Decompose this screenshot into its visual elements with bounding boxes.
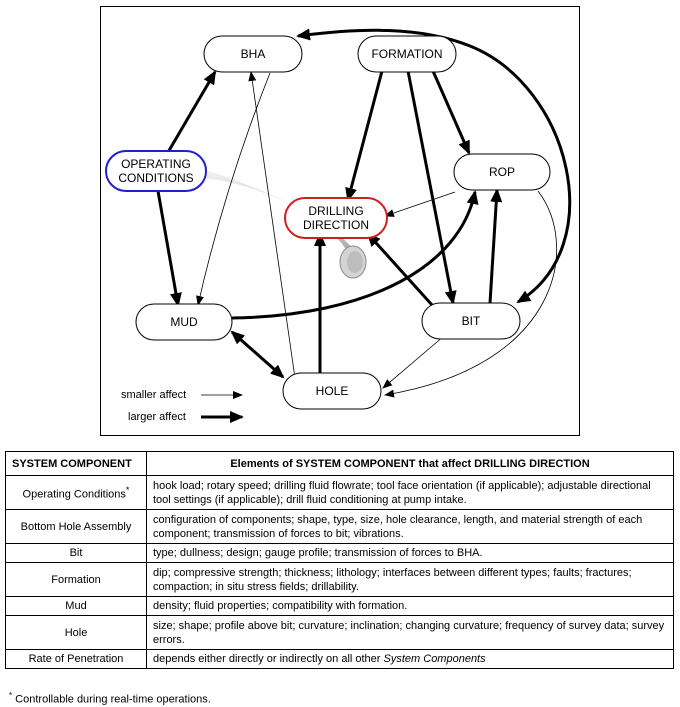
elements-text: depends either directly or indirectly on… (153, 653, 384, 665)
edge-hole-to-bha (248, 71, 296, 379)
row-component: Formation (5, 562, 147, 597)
edge-operating-to-bha (165, 70, 217, 155)
edge-operating-to-mud (156, 190, 182, 307)
footnote-mark: * (9, 691, 13, 700)
table-row: Operating Conditions* hook load; rotary … (5, 475, 674, 510)
node-bit: BIT (421, 302, 521, 340)
footnote: * Controllable during real-time operatio… (9, 691, 211, 706)
edge-bha-to-mud (196, 72, 271, 306)
row-elements: type; dullness; design; gauge profile; t… (146, 543, 674, 563)
table-row: Mud density; fluid properties; compatibi… (5, 596, 674, 616)
row-component: Rate of Penetration (5, 649, 147, 669)
edge-bit-to-bha (296, 28, 572, 304)
node-formation: FORMATION (357, 35, 457, 73)
table-row: Bit type; dullness; design; gauge profil… (5, 543, 674, 563)
legend-smaller-label: smaller affect (121, 389, 186, 401)
row-elements: size; shape; profile above bit; curvatur… (146, 615, 674, 650)
node-mud-label: MUD (170, 315, 198, 329)
system-components-table: SYSTEM COMPONENT Elements of SYSTEM COMP… (5, 451, 674, 669)
influence-diagram: BHA FORMATION OPERATING CONDITIONS ROP D… (100, 6, 580, 436)
node-operating-label-2: CONDITIONS (118, 171, 193, 185)
row-elements: configuration of components; shape, type… (146, 509, 674, 544)
row-elements: density; fluid properties; compatibility… (146, 596, 674, 616)
edge-bit-to-hole (382, 335, 445, 389)
node-drilling-label-2: DIRECTION (303, 218, 369, 232)
node-rop: ROP (453, 153, 551, 191)
node-hole-label: HOLE (316, 384, 349, 398)
legend: smaller affect larger affect (121, 389, 244, 423)
node-rop-label: ROP (489, 165, 515, 179)
row-component: Mud (5, 596, 147, 616)
node-bha: BHA (203, 35, 303, 73)
edge-mud-hole (230, 330, 285, 379)
row-component: Bottom Hole Assembly (5, 509, 147, 544)
header-elements: Elements of SYSTEM COMPONENT that affect… (146, 451, 674, 476)
table-row: Hole size; shape; profile above bit; cur… (5, 615, 674, 650)
header-system-component: SYSTEM COMPONENT (5, 451, 147, 476)
system-components-table-wrap: SYSTEM COMPONENT Elements of SYSTEM COMP… (5, 451, 674, 669)
table-row: Bottom Hole Assembly configuration of co… (5, 509, 674, 544)
footnote-marker: * (125, 485, 130, 496)
node-operating-label-1: OPERATING (121, 157, 191, 171)
component-name: Operating Conditions (22, 488, 126, 501)
row-component: Operating Conditions* (5, 475, 147, 510)
node-bha-label: BHA (241, 47, 266, 61)
node-bit-label: BIT (462, 314, 481, 328)
table-row: Formation dip; compressive strength; thi… (5, 562, 674, 597)
node-drilling-label-1: DRILLING (308, 204, 363, 218)
footnote-text: Controllable during real-time operations… (12, 693, 211, 706)
node-hole: HOLE (282, 372, 382, 410)
row-elements: dip; compressive strength; thickness; li… (146, 562, 674, 597)
node-operating-conditions: OPERATING CONDITIONS (105, 150, 207, 192)
row-elements: depends either directly or indirectly on… (146, 649, 674, 669)
elements-italic-text: System Components (383, 653, 486, 665)
row-component: Hole (5, 615, 147, 650)
row-component: Bit (5, 543, 147, 563)
node-formation-label: FORMATION (371, 47, 442, 61)
edge-rop-to-hole (384, 190, 557, 398)
row-elements: hook load; rotary speed; drilling fluid … (146, 475, 674, 510)
node-drilling-direction: DRILLING DIRECTION (284, 197, 388, 239)
legend-larger-label: larger affect (128, 411, 186, 423)
node-mud: MUD (135, 303, 233, 341)
table-header-row: SYSTEM COMPONENT Elements of SYSTEM COMP… (5, 451, 674, 476)
table-row: Rate of Penetration depends either direc… (5, 649, 674, 669)
